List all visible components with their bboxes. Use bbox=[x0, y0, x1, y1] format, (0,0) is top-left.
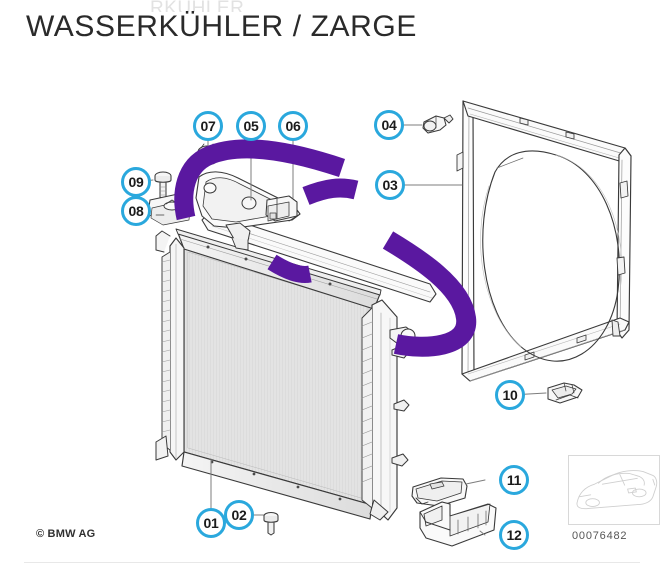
callout-10[interactable]: 10 bbox=[495, 380, 525, 410]
lower-bracket-12 bbox=[419, 501, 497, 547]
shroud-clip-04 bbox=[422, 114, 454, 134]
callout-03[interactable]: 03 bbox=[375, 170, 405, 200]
fan-shroud bbox=[456, 100, 632, 382]
callout-04[interactable]: 04 bbox=[374, 110, 404, 140]
radiator-bolt-02 bbox=[263, 511, 279, 536]
callout-05[interactable]: 05 bbox=[236, 111, 266, 141]
callout-07[interactable]: 07 bbox=[193, 111, 223, 141]
highlight-mid-dash bbox=[267, 254, 312, 283]
retaining-clip-06 bbox=[265, 195, 298, 222]
part-number: 00076482 bbox=[572, 530, 628, 542]
callout-09[interactable]: 09 bbox=[121, 167, 151, 197]
rubber-cap-11 bbox=[411, 477, 468, 507]
page-title: WASSERKÜHLER / ZARGE bbox=[26, 10, 417, 43]
screw-09 bbox=[154, 171, 172, 201]
highlight-top-sweep bbox=[174, 139, 346, 221]
highlight-upper-right-dash bbox=[302, 178, 359, 205]
callout-12[interactable]: 12 bbox=[499, 520, 529, 550]
highlight-marks bbox=[174, 139, 477, 357]
callout-11[interactable]: 11 bbox=[499, 465, 529, 495]
lower-mount-10 bbox=[547, 382, 583, 404]
ghost-title: RKÜHLER bbox=[150, 0, 245, 12]
highlight-right-hook bbox=[382, 231, 477, 357]
callout-01[interactable]: 01 bbox=[196, 508, 226, 538]
footer-divider bbox=[24, 562, 640, 563]
callout-06[interactable]: 06 bbox=[278, 111, 308, 141]
copyright-notice: © BMW AG bbox=[36, 528, 96, 540]
callout-08[interactable]: 08 bbox=[121, 196, 151, 226]
callout-02[interactable]: 02 bbox=[224, 500, 254, 530]
vehicle-thumbnail bbox=[568, 455, 660, 525]
